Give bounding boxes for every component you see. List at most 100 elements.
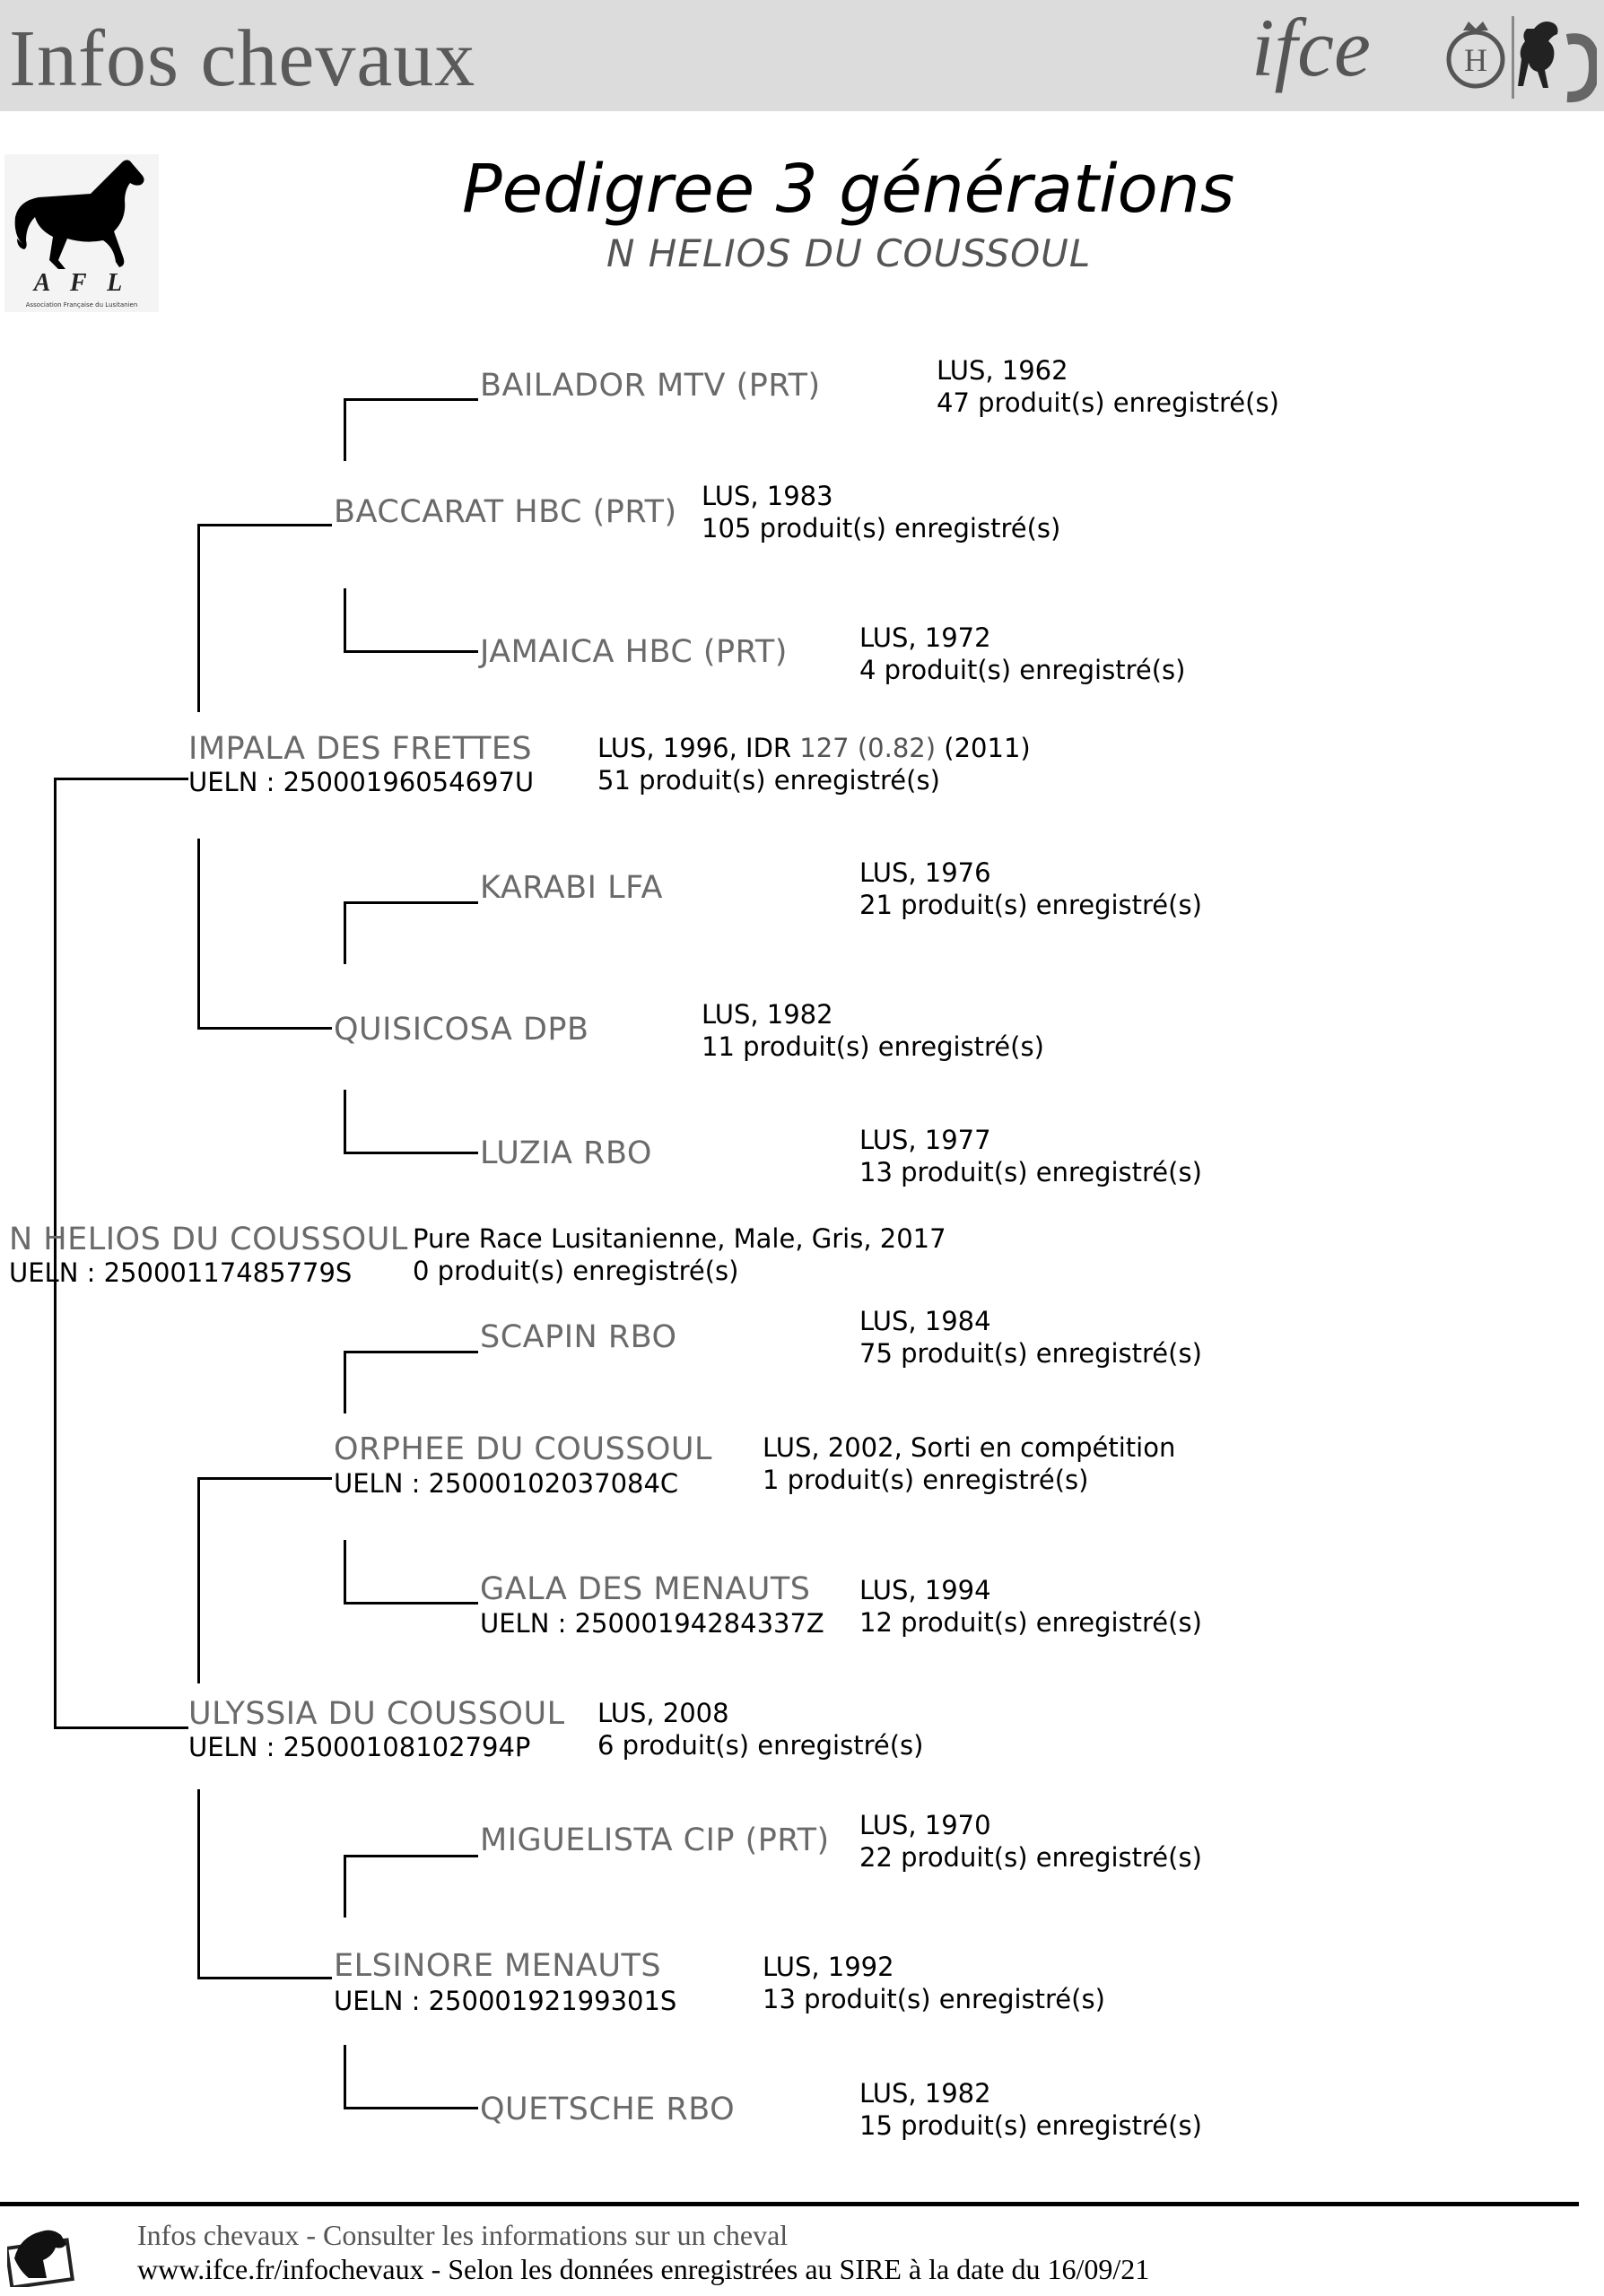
info-line: 22 produit(s) enregistré(s) (859, 1842, 1202, 1873)
horse-name-sire-dam-dam[interactable]: LUZIA RBO (480, 1135, 652, 1171)
info-line: 1 produit(s) enregistré(s) (763, 1465, 1089, 1495)
connector-line (344, 650, 478, 653)
info-line: LUS, 1984 (859, 1306, 991, 1336)
connector-line (197, 1977, 332, 1979)
info-line: 47 produit(s) enregistré(s) (937, 387, 1279, 418)
horse-info-sire-dam: LUS, 1982 11 produit(s) enregistré(s) (702, 998, 1044, 1063)
horse-info-subject: Pure Race Lusitanienne, Male, Gris, 2017… (413, 1222, 946, 1287)
connector-line (197, 839, 200, 1030)
info-line: LUS, 1962 (937, 355, 1068, 386)
connector-line (54, 778, 188, 780)
info-line: 4 produit(s) enregistré(s) (859, 655, 1186, 685)
ueln-dam-sire-dam: UELN : 25000194284337Z (480, 1608, 824, 1639)
horse-info-sire-sire: LUS, 1983 105 produit(s) enregistré(s) (702, 480, 1060, 544)
info-line: 11 produit(s) enregistré(s) (702, 1031, 1044, 1062)
info-line: 6 produit(s) enregistré(s) (597, 1730, 924, 1761)
afl-logo-caption: Association Française du Lusitanien (26, 301, 138, 309)
horse-info-dam-dam: LUS, 1992 13 produit(s) enregistré(s) (763, 1951, 1105, 2015)
afl-logo-text: A F L (32, 269, 129, 297)
horse-info-dam: LUS, 2008 6 produit(s) enregistré(s) (597, 1697, 923, 1761)
horse-name-dam-sire[interactable]: ORPHEE DU COUSSOUL (334, 1431, 713, 1467)
connector-line (197, 1789, 200, 1979)
info-line: LUS, 1996, IDR 127 (0.82) (2011) (597, 732, 1031, 764)
connector-line (344, 901, 478, 904)
footer-source-text[interactable]: www.ifce.fr/infochevaux - Selon les donn… (137, 2253, 1150, 2285)
info-line: 13 produit(s) enregistré(s) (763, 1984, 1105, 2014)
info-line: LUS, 2008 (597, 1698, 729, 1728)
horse-info-sire-sire-dam: LUS, 1972 4 produit(s) enregistré(s) (859, 622, 1185, 686)
horse-name-sire-sire-dam[interactable]: JAMAICA HBC (PRT) (480, 634, 788, 670)
afl-logo: A F L Association Française du Lusitanie… (4, 154, 159, 312)
info-line: LUS, 1982 (859, 2078, 991, 2109)
info-suffix: (2011) (936, 733, 1031, 763)
info-line: LUS, 1982 (702, 999, 833, 1030)
info-line: 13 produit(s) enregistré(s) (859, 1157, 1202, 1187)
horse-name-subject: N HELIOS DU COUSSOUL (9, 1222, 408, 1257)
connector-line (344, 2107, 478, 2109)
horse-name-dam[interactable]: ULYSSIA DU COUSSOUL (188, 1696, 565, 1732)
connector-line (344, 901, 346, 964)
rearing-horse-icon (1518, 22, 1597, 103)
horse-name-dam-sire-sire[interactable]: SCAPIN RBO (480, 1319, 677, 1355)
ueln-dam-sire: UELN : 25000102037084C (334, 1468, 679, 1499)
horse-info-sire-dam-dam: LUS, 1977 13 produit(s) enregistré(s) (859, 1124, 1202, 1188)
horse-name-dam-dam[interactable]: ELSINORE MENAUTS (334, 1948, 662, 1984)
info-line: LUS, 1994 (859, 1575, 991, 1605)
connector-line (344, 398, 478, 401)
connector-line (344, 1855, 346, 1918)
horse-name-dam-dam-sire[interactable]: MIGUELISTA CIP (PRT) (480, 1822, 830, 1858)
ifce-logo-text: ifce (1251, 4, 1371, 93)
connector-line (344, 398, 346, 461)
info-line: 105 produit(s) enregistré(s) (702, 513, 1061, 544)
logo-divider (1512, 16, 1514, 99)
info-line: LUS, 2002, Sorti en compétition (763, 1432, 1176, 1463)
connector-line (344, 1540, 346, 1605)
ueln-subject: UELN : 25000117485779S (9, 1257, 353, 1288)
info-line: 15 produit(s) enregistré(s) (859, 2110, 1202, 2141)
connector-line (344, 1152, 478, 1154)
horse-info-dam-dam-sire: LUS, 1970 22 produit(s) enregistré(s) (859, 1809, 1202, 1874)
info-line: Pure Race Lusitanienne, Male, Gris, 2017 (413, 1223, 946, 1254)
connector-line (344, 1351, 346, 1413)
info-line: LUS, 1970 (859, 1810, 991, 1840)
connector-line (197, 1477, 332, 1480)
ueln-sire: UELN : 25000196054697U (188, 767, 535, 797)
info-line: LUS, 1977 (859, 1125, 991, 1155)
horse-name-sire-sire-sire[interactable]: BAILADOR MTV (PRT) (480, 368, 821, 404)
horse-name-sire-sire[interactable]: BACCARAT HBC (PRT) (334, 494, 677, 530)
info-line: LUS, 1972 (859, 622, 991, 653)
idr-coefficient: (0.82) (857, 733, 937, 763)
horse-name-sire-dam-sire[interactable]: KARABI LFA (480, 870, 663, 906)
connector-line (197, 524, 200, 712)
horse-info-sire-sire-sire: LUS, 1962 47 produit(s) enregistré(s) (937, 354, 1279, 419)
horse-name-dam-sire-dam[interactable]: GALA DES MENAUTS (480, 1571, 811, 1607)
horse-name-dam-dam-dam[interactable]: QUETSCHE RBO (480, 2092, 736, 2127)
connector-line (54, 778, 57, 1729)
horse-info-dam-sire: LUS, 2002, Sorti en compétition 1 produi… (763, 1431, 1175, 1496)
horse-silhouette-icon (14, 160, 144, 269)
info-line: 12 produit(s) enregistré(s) (859, 1607, 1202, 1638)
horse-info-sire: LUS, 1996, IDR 127 (0.82) (2011) 51 prod… (597, 732, 1031, 796)
footer-text: Infos chevaux - Consulter les informatio… (137, 2219, 789, 2251)
horse-info-sire-dam-sire: LUS, 1976 21 produit(s) enregistré(s) (859, 857, 1202, 921)
footer-divider (0, 2202, 1579, 2206)
svg-text:H: H (1464, 42, 1487, 78)
connector-line (344, 1351, 478, 1353)
idr-value: 127 (799, 733, 850, 763)
connector-line (344, 1602, 478, 1605)
page-title: Pedigree 3 générations (462, 151, 1235, 228)
page-subtitle: N HELIOS DU COUSSOUL (606, 231, 1092, 275)
site-title: Infos chevaux (9, 14, 476, 103)
page-header: Infos chevaux ifce H (0, 0, 1604, 111)
info-line: 0 produit(s) enregistré(s) (413, 1256, 739, 1286)
connector-line (344, 1090, 346, 1154)
ueln-dam-dam: UELN : 25000192199301S (334, 1986, 677, 2016)
horse-name-sire[interactable]: IMPALA DES FRETTES (188, 731, 533, 767)
connector-line (197, 1027, 332, 1030)
connector-line (197, 524, 332, 526)
connector-line (197, 1477, 200, 1683)
info-line: 21 produit(s) enregistré(s) (859, 890, 1202, 920)
horse-name-sire-dam[interactable]: QUISICOSA DPB (334, 1012, 589, 1048)
info-line: LUS, 1983 (702, 481, 833, 511)
info-line: LUS, 1976 (859, 857, 991, 888)
